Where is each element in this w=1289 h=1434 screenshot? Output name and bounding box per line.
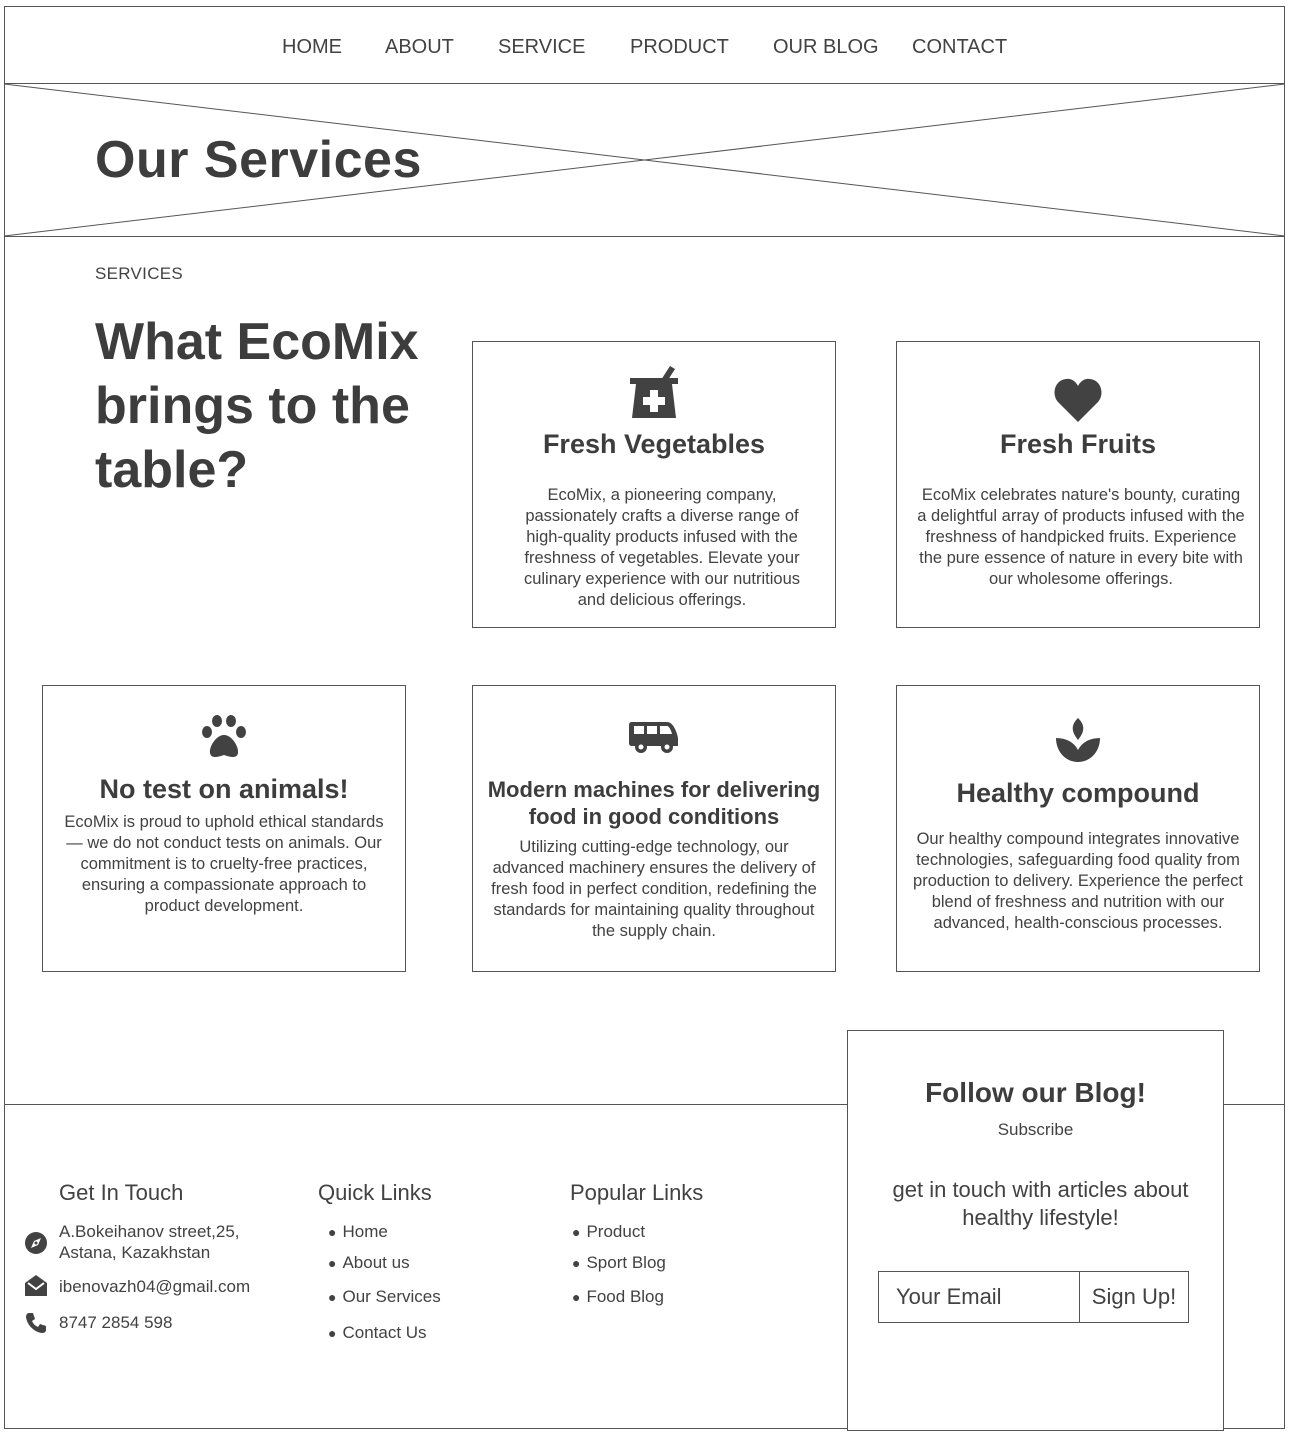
blog-description: get in touch with articles about healthy… [892, 1177, 1189, 1230]
nav-product[interactable]: PRODUCT [630, 36, 729, 58]
quick-links-heading: Quick Links [318, 1180, 432, 1205]
nav-home[interactable]: HOME [282, 36, 342, 58]
nav-our-blog[interactable]: OUR BLOG [773, 36, 879, 58]
compass-icon [24, 1231, 48, 1255]
nav-service[interactable]: SERVICE [498, 36, 586, 58]
card-description: EcoMix, a pioneering company, passionate… [523, 486, 801, 609]
email-input[interactable] [879, 1272, 1080, 1322]
phone-icon [24, 1311, 48, 1335]
popular-link-sport-blog[interactable]: ●Sport Blog [572, 1253, 666, 1272]
envelope-open-icon [24, 1274, 48, 1298]
card-title: Healthy compound [956, 778, 1200, 808]
site-footer: Get In Touch A.Bokeihanov street,25, Ast… [4, 1104, 1285, 1429]
contact-heading: Get In Touch [59, 1180, 184, 1205]
card-description: Our healthy compound integrates innovati… [913, 830, 1243, 932]
quick-link-services[interactable]: ●Our Services [328, 1287, 441, 1306]
quick-link-home[interactable]: ●Home [328, 1222, 388, 1241]
hero-banner: Our Services [4, 84, 1285, 237]
card-title: Fresh Vegetables [542, 429, 766, 459]
card-title: No test on animals! [99, 774, 349, 804]
main-nav: HOME ABOUT SERVICE PRODUCT OUR BLOG CONT… [4, 6, 1285, 84]
subscribe-form: Sign Up! [878, 1271, 1189, 1323]
sign-up-button[interactable]: Sign Up! [1080, 1272, 1188, 1322]
image-placeholder-cross [4, 84, 1285, 237]
section-headline: What EcoMix brings to the table? [95, 313, 419, 499]
card-description: EcoMix is proud to uphold ethical standa… [64, 813, 384, 915]
service-card-fresh-vegetables: Fresh Vegetables EcoMix, a pioneering co… [472, 341, 836, 628]
quick-link-contact[interactable]: ●Contact Us [328, 1323, 427, 1342]
popular-link-product[interactable]: ●Product [572, 1222, 646, 1241]
van-icon [473, 722, 835, 754]
contact-address: A.Bokeihanov street,25, Astana, Kazakhst… [59, 1222, 240, 1262]
card-title: Modern machines for delivering food in g… [487, 777, 821, 829]
contact-email[interactable]: ibenovazh04@gmail.com [59, 1277, 251, 1296]
section-eyebrow: SERVICES [95, 264, 184, 283]
service-card-delivery-machines: Modern machines for delivering food in g… [472, 685, 836, 972]
popular-links-heading: Popular Links [570, 1180, 704, 1205]
blog-title: Follow our Blog! [925, 1077, 1146, 1108]
heart-icon [897, 378, 1259, 422]
nav-contact[interactable]: CONTACT [912, 36, 1008, 58]
blog-subscribe-box: Follow our Blog! Subscribe get in touch … [847, 1030, 1224, 1431]
popular-link-food-blog[interactable]: ●Food Blog [572, 1287, 664, 1306]
service-card-no-animal-testing: No test on animals! EcoMix is proud to u… [42, 685, 406, 972]
service-card-healthy-compound: Healthy compound Our healthy compound in… [896, 685, 1260, 972]
card-description: Utilizing cutting-edge technology, our a… [491, 838, 817, 940]
quick-link-about[interactable]: ●About us [328, 1253, 410, 1272]
mortar-pestle-icon [473, 366, 835, 422]
blog-subtitle: Subscribe [997, 1120, 1074, 1139]
service-card-fresh-fruits: Fresh Fruits EcoMix celebrates nature's … [896, 341, 1260, 628]
contact-phone[interactable]: 8747 2854 598 [59, 1313, 173, 1332]
card-description: EcoMix celebrates nature's bounty, curat… [917, 486, 1245, 588]
page-frame [4, 6, 1285, 1429]
paw-icon [43, 715, 405, 759]
card-title: Fresh Fruits [999, 429, 1157, 459]
spa-icon [897, 718, 1259, 762]
nav-about[interactable]: ABOUT [385, 36, 454, 58]
page-title: Our Services [95, 131, 422, 189]
